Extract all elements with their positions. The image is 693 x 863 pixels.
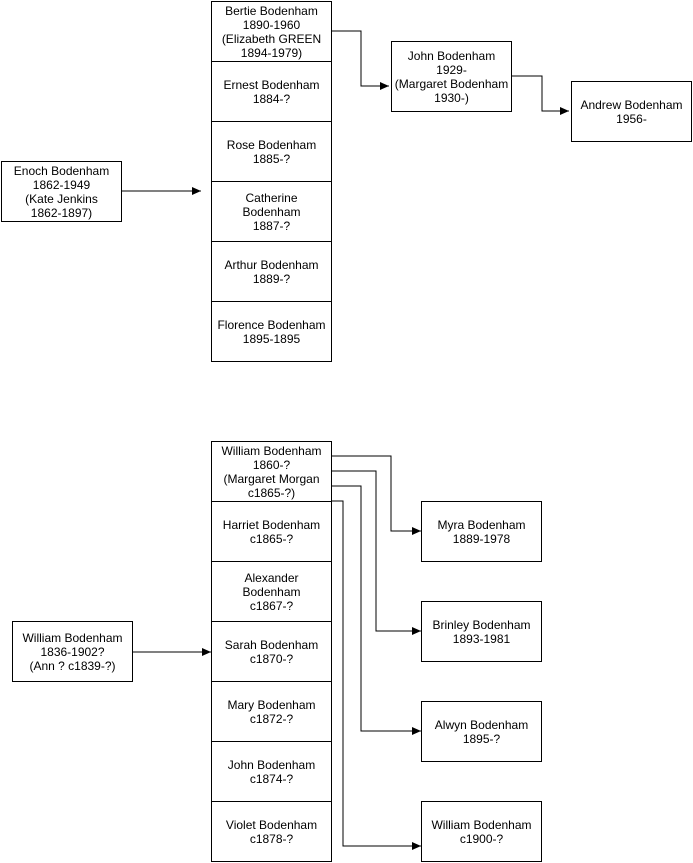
- person-text-line: 1894-1979): [240, 45, 303, 60]
- person-text-line: Myra Bodenham: [437, 517, 526, 532]
- person-text-line: Florence Bodenham: [217, 317, 326, 332]
- person-text-line: Alwyn Bodenham: [434, 717, 529, 732]
- person-text-line: c1874-?: [249, 771, 294, 786]
- person-text-line: Alexander: [244, 570, 299, 585]
- person-text-line: 1929-: [436, 62, 467, 77]
- person-text-line: William Bodenham: [22, 630, 123, 645]
- person-text-line: 1895-?: [462, 731, 501, 746]
- person-text-line: Sarah Bodenham: [224, 637, 319, 652]
- person-text-line: 1889-?: [252, 271, 291, 286]
- person-text-line: Bodenham: [242, 204, 301, 219]
- connector-bertie-to-john: [332, 30, 389, 90]
- person-text-line: 1884-?: [252, 91, 291, 106]
- person-text-line: Arthur Bodenham: [224, 257, 319, 272]
- person-text-line: Mary Bodenham: [227, 697, 316, 712]
- person-text-line: Rose Bodenham: [226, 137, 317, 152]
- person-text-line: William Bodenham: [221, 443, 322, 458]
- person-text-line: (Kate Jenkins: [25, 191, 98, 206]
- person-text-line: 1895-1895: [242, 331, 301, 346]
- person-text-line: 1890-1960: [242, 17, 301, 32]
- connector-william-to-brinley: [332, 470, 421, 635]
- person-text-line: Enoch Bodenham: [13, 163, 110, 178]
- person-text-line: c1865-?): [247, 485, 296, 500]
- person-text-line: c1878-?: [249, 831, 294, 846]
- person-text-line: Harriet Bodenham: [222, 517, 321, 532]
- person-text-line: John Bodenham: [227, 757, 316, 772]
- person-text-line: Andrew Bodenham: [580, 97, 683, 112]
- person-text-line: (Elizabeth GREEN: [221, 31, 322, 46]
- person-text-line: Bertie Bodenham: [225, 3, 318, 18]
- person-text-line: c1900-?: [459, 831, 504, 846]
- person-text-line: 1889-1978: [452, 531, 511, 546]
- person-text-line: Catherine: [245, 190, 298, 205]
- person-text-line: 1893-1981: [452, 631, 511, 646]
- person-text-line: 1885-?: [252, 151, 291, 166]
- person-text-line: 1887-?: [252, 218, 291, 233]
- person-text-line: Brinley Bodenham: [432, 617, 531, 632]
- person-text-line: c1865-?: [249, 531, 294, 546]
- person-text-line: William Bodenham: [431, 817, 532, 832]
- person-text-line: Bodenham: [242, 584, 301, 599]
- connector-william-to-myra: [332, 455, 421, 535]
- person-text-line: 1862-1949: [32, 177, 91, 192]
- person-text-line: (Margaret Bodenham: [394, 76, 509, 91]
- connector-john-to-andrew: [512, 75, 569, 115]
- person-text-line: Ernest Bodenham: [223, 77, 320, 92]
- connector-william-to-alwyn: [332, 485, 421, 735]
- person-text-line: 1862-1897): [30, 205, 93, 220]
- person-text-line: John Bodenham: [407, 48, 496, 63]
- person-text-line: Violet Bodenham: [225, 817, 318, 832]
- person-text-line: 1860-?: [252, 457, 291, 472]
- person-text-line: c1872-?: [249, 711, 294, 726]
- person-text-line: 1930-): [434, 90, 469, 105]
- person-text-line: c1867-?: [249, 598, 294, 613]
- connector-william-to-william-jr: [332, 500, 421, 850]
- person-text-line: 1956-: [616, 111, 647, 126]
- person-text-line: 1836-1902?: [40, 644, 105, 659]
- person-text-line: c1870-?: [249, 651, 294, 666]
- person-text-line: (Margaret Morgan: [223, 471, 320, 486]
- person-text-line: (Ann ? c1839-?): [29, 658, 116, 673]
